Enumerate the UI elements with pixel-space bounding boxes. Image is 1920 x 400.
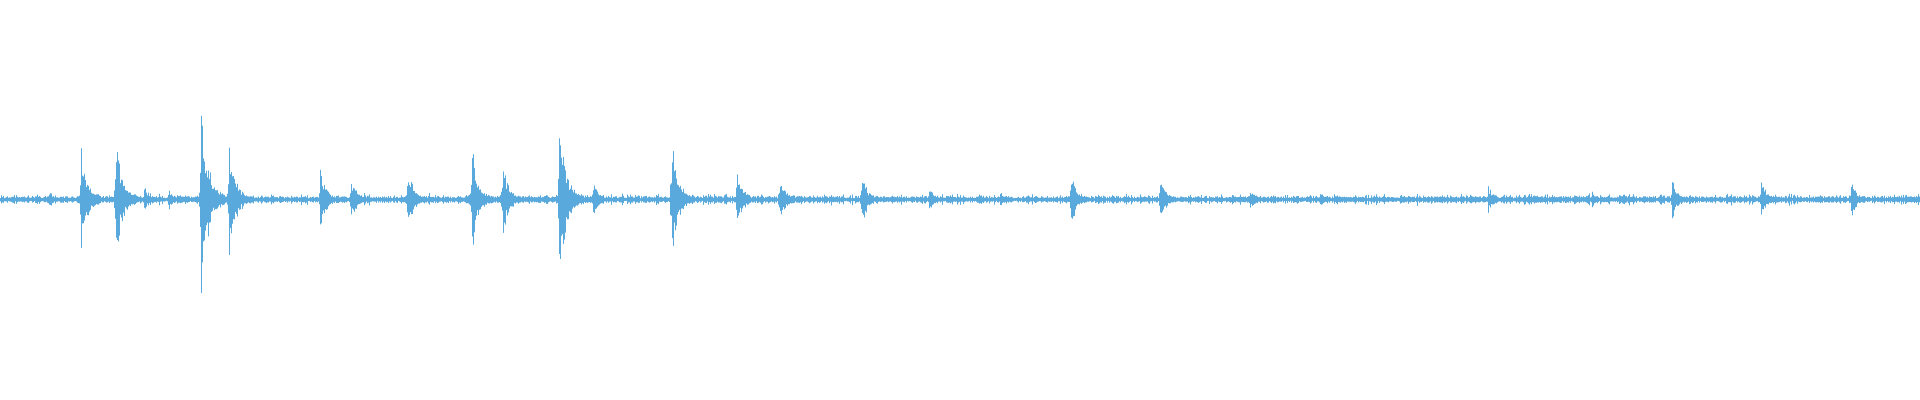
waveform-signal	[0, 115, 1920, 293]
